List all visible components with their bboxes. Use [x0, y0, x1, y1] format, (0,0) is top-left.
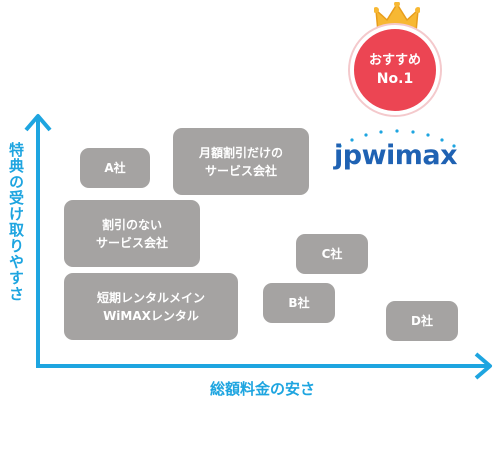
monthly-discount-only-box: 月額割引だけの サービス会社	[173, 128, 309, 195]
logo-signal-arc-icon	[338, 129, 456, 148]
short-term-rental-box: 短期レンタルメイン WiMAXレンタル	[64, 273, 238, 340]
company-c-box: C社	[296, 234, 368, 274]
company-b-box: B社	[263, 283, 335, 323]
jpwimax-logo: jpwimax	[334, 140, 458, 171]
badge-line2: No.1	[376, 71, 414, 87]
x-axis-label: 総額料金の安さ	[209, 380, 315, 398]
company-d-box: D社	[386, 301, 458, 341]
badge-line1: おすすめ	[368, 53, 421, 68]
recommended-badge: おすすめ No.1	[350, 25, 440, 115]
company-a-box: A社	[80, 148, 150, 188]
no-discount-box: 割引のない サービス会社	[64, 200, 200, 267]
y-axis-label: 特典の受け取りやすさ	[7, 142, 25, 302]
y-axis-arrowhead	[24, 114, 52, 132]
x-axis-arrowhead	[474, 352, 492, 380]
